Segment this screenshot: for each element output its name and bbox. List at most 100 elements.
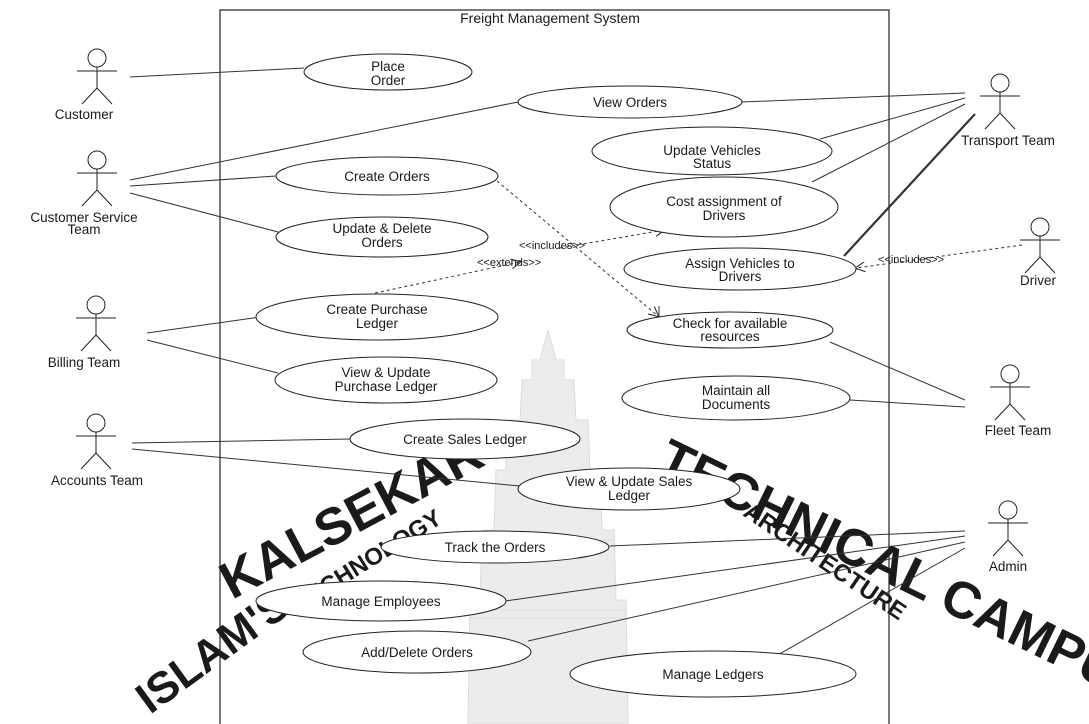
actors	[76, 48, 1060, 557]
assoc-billing-create-purchase	[146, 316, 261, 334]
assoc-accounts-create-sales	[131, 438, 351, 444]
assoc-transport-assign-vehicles	[843, 113, 976, 257]
use-case-assign-vehicles-line2: Drivers	[719, 269, 762, 284]
actor-label-accounts: Accounts Team	[51, 473, 143, 488]
use-case-view-sales-line2: Ledger	[608, 488, 651, 503]
actor-label-customer-service-line1: Customer Service	[30, 210, 137, 225]
use-case-place-order[interactable]: Place Order	[303, 53, 473, 91]
use-case-manage-ledgers[interactable]: Manage Ledgers	[569, 650, 857, 698]
assoc-cs-create-orders	[129, 175, 277, 187]
actor-driver-figure-icon	[1020, 217, 1060, 274]
actor-customer[interactable]	[77, 48, 117, 105]
use-case-check-resources-line1: Check for available	[673, 316, 788, 331]
actor-admin[interactable]	[988, 500, 1028, 557]
assoc-transport-update-vehicles	[819, 97, 966, 140]
actor-customer-figure-icon	[77, 48, 117, 105]
use-case-manage-employees-label: Manage Employees	[321, 594, 441, 609]
use-case-manage-ledgers-label: Manage Ledgers	[662, 667, 764, 682]
rel-create-orders-check-resources	[496, 180, 658, 316]
use-case-track-orders[interactable]: Track the Orders	[380, 530, 610, 564]
actor-billing[interactable]	[76, 295, 116, 352]
actor-accounts[interactable]	[76, 413, 116, 470]
use-case-view-orders[interactable]: View Orders	[517, 85, 743, 119]
use-case-assign-vehicles-line1: Assign Vehicles to	[685, 256, 795, 271]
assoc-billing-view-purchase	[146, 339, 279, 374]
use-case-add-delete-orders[interactable]: Add/Delete Orders	[302, 630, 532, 674]
use-case-assign-vehicles[interactable]: Assign Vehicles to Drivers	[623, 247, 857, 291]
rel-label-includes-cost: <<includes>>	[519, 240, 585, 252]
use-case-place-order-line2: Order	[371, 73, 406, 88]
use-case-maintain-docs-line2: Documents	[702, 397, 771, 412]
actor-label-transport: Transport Team	[961, 133, 1055, 148]
actor-admin-figure-icon	[988, 500, 1028, 557]
rel-label-extends: <<extends>>	[477, 257, 541, 269]
relationships	[374, 180, 1023, 316]
use-case-create-purchase-ledger[interactable]: Create Purchase Ledger	[255, 293, 499, 341]
assoc-fleet-check-resources	[829, 341, 966, 401]
use-case-create-orders[interactable]: Create Orders	[275, 156, 499, 196]
rel-extends	[374, 262, 520, 294]
use-case-view-update-sales[interactable]: View & Update Sales Ledger	[517, 467, 741, 511]
assoc-fleet-maintain-docs	[849, 399, 966, 408]
actor-driver[interactable]	[1020, 217, 1060, 274]
actor-customer-service[interactable]	[77, 150, 117, 207]
use-case-update-vehicles-line1: Update Vehicles	[663, 143, 761, 158]
assoc-customer-place-order	[129, 67, 305, 78]
rel-label-includes-driver: <<includes>>	[878, 254, 944, 266]
actor-label-fleet: Fleet Team	[985, 423, 1052, 438]
use-case-place-order-line1: Place	[371, 59, 405, 74]
assoc-accounts-view-sales	[131, 448, 521, 487]
use-case-update-delete-line1: Update & Delete	[332, 221, 431, 236]
use-case-update-vehicles-status[interactable]: Update Vehicles Status	[591, 126, 833, 176]
use-cases: Place Order View Orders Update Vehicles …	[255, 53, 857, 698]
assoc-cs-view-orders	[129, 101, 519, 181]
actor-label-billing: Billing Team	[48, 355, 121, 370]
system-boundary	[219, 9, 890, 724]
use-case-check-resources[interactable]: Check for available resources	[626, 311, 834, 349]
associations	[129, 67, 976, 665]
use-case-add-delete-orders-label: Add/Delete Orders	[361, 645, 473, 660]
use-case-create-sales-ledger[interactable]: Create Sales Ledger	[349, 418, 581, 460]
use-case-cost-assignment-line1: Cost assignment of	[666, 194, 782, 209]
actor-billing-figure-icon	[76, 295, 116, 352]
assoc-transport-view-orders	[741, 92, 966, 103]
use-case-check-resources-line2: resources	[700, 329, 760, 344]
actor-transport-figure-icon	[980, 73, 1020, 130]
actor-fleet[interactable]	[990, 364, 1030, 421]
rel-includes-driver	[856, 244, 1023, 268]
actor-label-driver: Driver	[1020, 273, 1057, 288]
use-case-create-sales-label: Create Sales Ledger	[403, 432, 527, 447]
actor-customer-service-figure-icon	[77, 150, 117, 207]
assoc-admin-add-delete-orders	[527, 541, 966, 642]
use-case-view-sales-line1: View & Update Sales	[566, 474, 693, 489]
use-case-create-purchase-line1: Create Purchase	[326, 302, 427, 317]
assoc-admin-track-orders	[609, 530, 966, 547]
use-case-update-delete-line2: Orders	[361, 235, 403, 250]
use-case-track-orders-label: Track the Orders	[445, 540, 546, 555]
assoc-admin-manage-employees	[504, 535, 966, 602]
use-case-cost-assignment-line2: Drivers	[703, 208, 746, 223]
actor-label-customer-service-line2: Team	[67, 222, 100, 237]
actor-label-admin: Admin	[989, 559, 1027, 574]
use-case-maintain-docs-line1: Maintain all	[702, 383, 770, 398]
system-title: Freight Management System	[460, 10, 640, 26]
actor-label-customer: Customer	[55, 107, 114, 122]
use-case-create-purchase-line2: Ledger	[356, 316, 399, 331]
actor-accounts-figure-icon	[76, 413, 116, 470]
assoc-transport-cost-assignment	[811, 103, 966, 183]
actor-transport[interactable]	[980, 73, 1020, 130]
assoc-cs-update-delete	[129, 192, 279, 233]
use-case-maintain-documents[interactable]: Maintain all Documents	[621, 375, 851, 421]
use-case-update-vehicles-line2: Status	[693, 156, 732, 171]
use-case-cost-assignment[interactable]: Cost assignment of Drivers	[609, 176, 839, 238]
actor-fleet-figure-icon	[990, 364, 1030, 421]
use-case-create-orders-label: Create Orders	[344, 169, 430, 184]
assoc-admin-manage-ledgers	[761, 547, 966, 665]
use-case-view-purchase-line1: View & Update	[341, 365, 430, 380]
use-case-view-orders-label: View Orders	[593, 95, 667, 110]
use-case-update-delete-orders[interactable]: Update & Delete Orders	[275, 216, 489, 258]
use-case-view-purchase-line2: Purchase Ledger	[335, 379, 438, 394]
use-case-manage-employees[interactable]: Manage Employees	[255, 580, 507, 622]
use-case-view-update-purchase[interactable]: View & Update Purchase Ledger	[274, 356, 498, 404]
